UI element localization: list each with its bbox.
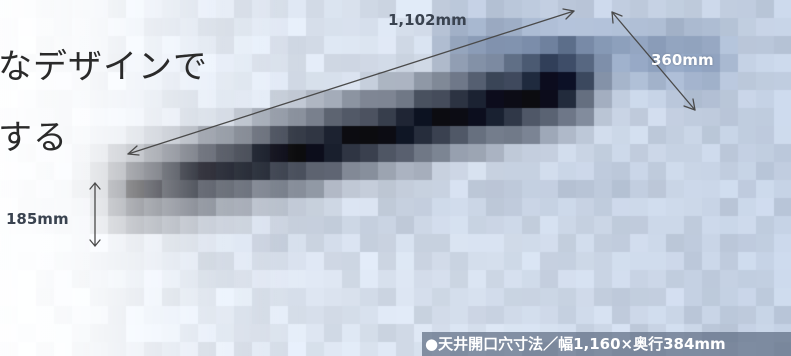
height-dimension-arrow: [89, 182, 101, 247]
headline-line-1: なデザインで: [0, 47, 208, 87]
ceiling-opening-caption: ●天井開口穴寸法／幅1,160×奥行384mm: [422, 332, 791, 356]
headline-line-2: する: [0, 118, 68, 158]
height-dimension-label: 185mm: [6, 210, 69, 228]
depth-dimension-label: 360mm: [651, 51, 714, 69]
depth-dimension-arrow: [611, 11, 696, 111]
width-dimension-arrow: [127, 8, 575, 156]
width-dimension-label: 1,102mm: [388, 11, 467, 29]
